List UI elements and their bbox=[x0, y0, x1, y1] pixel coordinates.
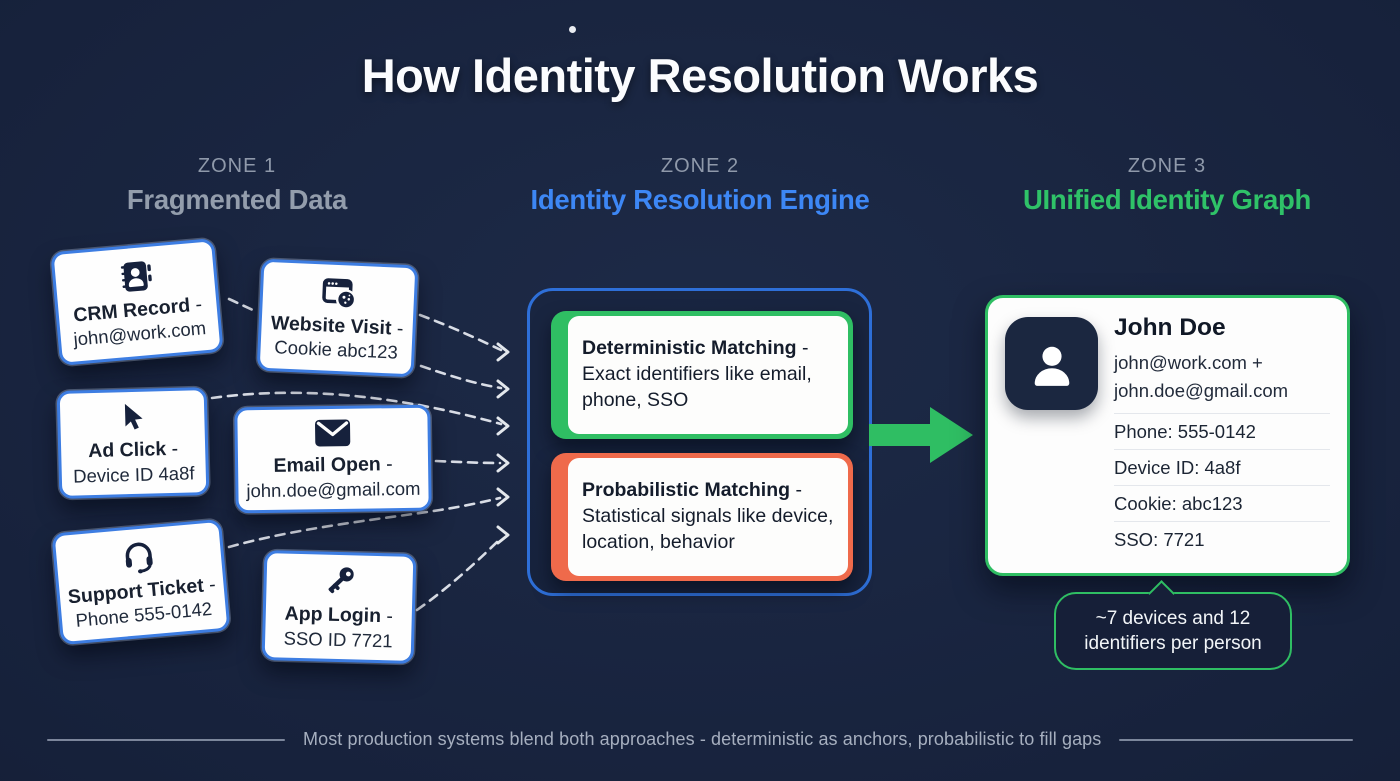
source-card-title: App Login - bbox=[284, 602, 394, 628]
zone3-title: UInified Identity Graph bbox=[1023, 184, 1311, 215]
zone1-header: ZONE 1 Fragmented Data bbox=[62, 155, 412, 216]
footer-note: Most production systems blend both appro… bbox=[47, 729, 1353, 750]
profile-attribute-cookie: Cookie: abc123 bbox=[1114, 485, 1330, 521]
method-text: Probabilistic Matching - Statistical sig… bbox=[582, 479, 834, 553]
source-card-detail: Cookie abc123 bbox=[274, 336, 399, 363]
profile-attribute-phone: Phone: 555-0142 bbox=[1114, 413, 1330, 449]
key-icon bbox=[328, 567, 354, 594]
source-card-title: Ad Click - bbox=[87, 438, 179, 463]
source-card-title: Email Open - bbox=[273, 453, 393, 478]
address-book-icon bbox=[120, 261, 152, 292]
profile-name: John Doe bbox=[1114, 314, 1226, 341]
profile-email-personal: john.doe@gmail.com bbox=[1114, 379, 1289, 401]
profile-details: John Doe john@work.com + john.doe@gmail.… bbox=[1114, 314, 1330, 557]
zone2-header: ZONE 2 Identity Resolution Engine bbox=[525, 155, 875, 216]
source-card-app-login: App Login - SSO ID 7721 bbox=[261, 550, 417, 664]
source-card-support-ticket: Support Ticket - Phone 555-0142 bbox=[51, 518, 231, 646]
footer-divider-right bbox=[1119, 738, 1353, 741]
zone3-label: ZONE 3 bbox=[1127, 155, 1207, 177]
callout-bubble: ~7 devices and 12 identifiers per person bbox=[1054, 580, 1292, 671]
profile-attribute-list: Phone: 555-0142 Device ID: 4a8f Cookie: … bbox=[1114, 413, 1330, 557]
source-card-detail: Device ID 4a8f bbox=[72, 462, 195, 487]
method-deterministic-matching: Deterministic Matching - Exact identifie… bbox=[551, 311, 853, 439]
profile-email-work: john@work.com + bbox=[1114, 352, 1263, 373]
method-card-body: Probabilistic Matching - Statistical sig… bbox=[568, 458, 848, 576]
unified-profile-card: John Doe john@work.com + john.doe@gmail.… bbox=[985, 295, 1350, 576]
person-icon bbox=[1034, 346, 1069, 386]
source-card-website-visit: Website Visit - Cookie abc123 bbox=[256, 258, 419, 378]
flow-arrow-icon bbox=[869, 407, 973, 463]
avatar bbox=[1005, 317, 1098, 410]
profile-attribute-sso: SSO: 7721 bbox=[1114, 521, 1330, 557]
source-card-detail: SSO ID 7721 bbox=[283, 627, 393, 652]
page-title: How Identity Resolution Works bbox=[361, 49, 1039, 102]
callout-text: ~7 devices and 12 identifiers per person bbox=[1084, 608, 1262, 655]
envelope-icon bbox=[315, 419, 351, 447]
source-card-ad-click: Ad Click - Device ID 4a8f bbox=[56, 387, 210, 499]
source-card-detail: john.doe@gmail.com bbox=[246, 477, 421, 501]
zone1-title: Fragmented Data bbox=[126, 184, 348, 215]
method-text: Deterministic Matching - Exact identifie… bbox=[582, 337, 812, 411]
source-card-email-open: Email Open - john.doe@gmail.com bbox=[234, 404, 432, 514]
footer-text: Most production systems blend both appro… bbox=[303, 729, 1102, 749]
profile-attribute-device: Device ID: 4a8f bbox=[1114, 449, 1330, 485]
decorative-dot bbox=[569, 26, 576, 33]
browser-cookie-icon bbox=[321, 277, 356, 310]
zone2-label: ZONE 2 bbox=[660, 155, 740, 177]
identity-resolution-engine-box: Deterministic Matching - Exact identifie… bbox=[527, 288, 872, 596]
zone3-header: ZONE 3 UInified Identity Graph bbox=[985, 155, 1349, 216]
zone1-label: ZONE 1 bbox=[197, 155, 277, 177]
source-card-crm-record: CRM Record - john@work.com bbox=[50, 238, 224, 366]
zone2-title: Identity Resolution Engine bbox=[530, 184, 870, 215]
callout-notch bbox=[1148, 580, 1175, 607]
method-probabilistic-matching: Probabilistic Matching - Statistical sig… bbox=[551, 453, 853, 581]
cursor-icon bbox=[124, 404, 143, 430]
headset-icon bbox=[125, 542, 153, 574]
method-card-body: Deterministic Matching - Exact identifie… bbox=[568, 316, 848, 434]
footer-divider-left bbox=[47, 738, 285, 741]
